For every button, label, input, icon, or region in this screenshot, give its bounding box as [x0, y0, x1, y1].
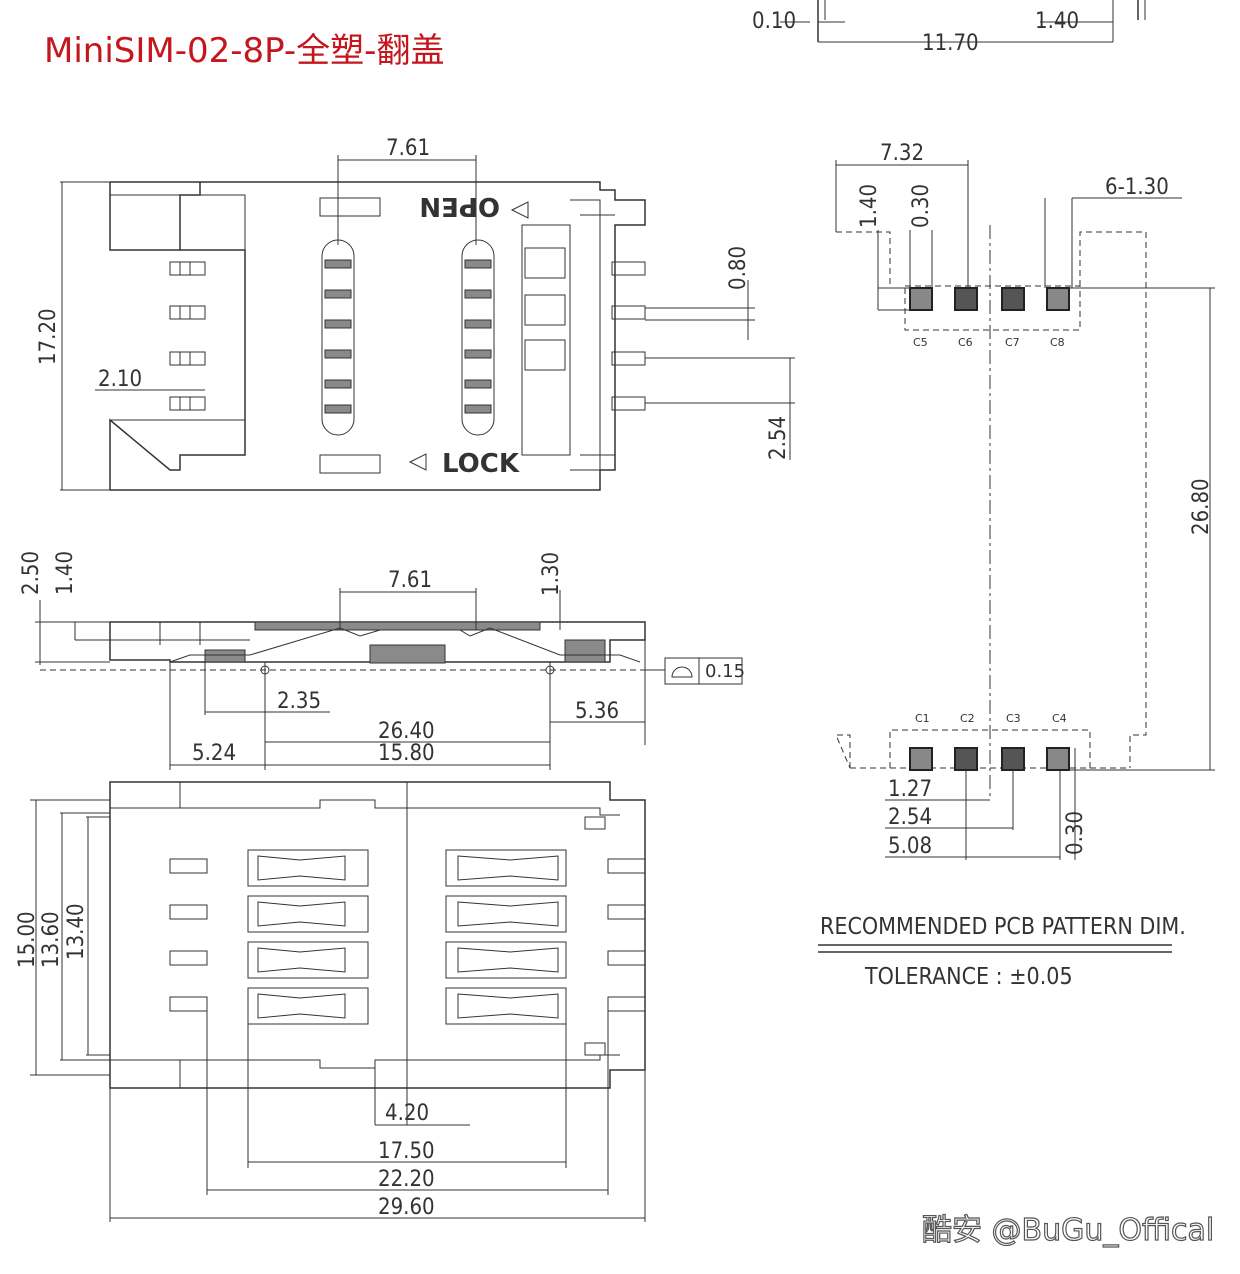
- pad-label-c1: C1: [915, 712, 930, 725]
- dim-2220: 22.20: [378, 1167, 435, 1192]
- dim-254-right: 2.54: [766, 416, 791, 460]
- dim-420: 4.20: [385, 1101, 429, 1126]
- pads-bottom-row: C1 C2 C3 C4: [909, 712, 1070, 771]
- dim-732: 7.32: [880, 141, 924, 166]
- dim-254-pcb: 2.54: [888, 805, 932, 830]
- dim-1340: 13.40: [64, 903, 89, 960]
- contact-blades-right: [445, 849, 567, 1025]
- dim-524: 5.24: [192, 741, 236, 766]
- dim-030-bottom: 0.30: [1063, 811, 1088, 855]
- top-view-right-pins: [521, 199, 646, 471]
- pad-label-c6: C6: [958, 336, 973, 349]
- flatness-015: 0.15: [705, 661, 745, 682]
- dim-1750: 17.50: [378, 1139, 435, 1164]
- dim-1580: 15.80: [378, 741, 435, 766]
- pcb-pattern-view: C5 C6 C7 C8 C1 C2 C3 C4 7.32 1.40 0.30: [818, 141, 1215, 990]
- dim-140-pcb: 1.40: [857, 184, 882, 228]
- top-slot-left: [319, 197, 381, 217]
- svg-text:LOCK: LOCK: [442, 449, 520, 479]
- pad-label-c8: C8: [1050, 336, 1065, 349]
- svg-text:OPEN: OPEN: [419, 191, 500, 221]
- bottom-view-left-pins: [169, 858, 208, 1012]
- dim-080: 0.80: [726, 246, 751, 290]
- dim-508: 5.08: [888, 834, 932, 859]
- dim-761-side: 7.61: [388, 568, 432, 593]
- dim-140-side: 1.40: [53, 551, 78, 595]
- dim-6x130: 6-1.30: [1105, 175, 1169, 200]
- dim-761-top: 7.61: [386, 136, 430, 161]
- dim-1500: 15.00: [15, 911, 40, 968]
- top-view-left-pins: [169, 261, 206, 411]
- top-view: OPEN LOCK 7.61 17.20 2.10 0.80 2.54: [36, 136, 795, 491]
- dim-2640: 26.40: [378, 719, 435, 744]
- dim-210: 2.10: [98, 367, 142, 392]
- watermark: 酷安 @BuGu_Offical: [922, 1213, 1214, 1248]
- dim-536: 5.36: [575, 699, 619, 724]
- contact-spring-right: [461, 239, 495, 436]
- side-view: 2.50 1.40 7.61 1.30 0.15 2.35 26.40 5.36…: [19, 551, 745, 770]
- dim-235: 2.35: [277, 689, 321, 714]
- dim-130: 1.30: [539, 552, 564, 596]
- dim-1170: 11.70: [922, 31, 979, 56]
- pcb-pattern-caption: RECOMMENDED PCB PATTERN DIM.: [820, 914, 1186, 940]
- pad-label-c5: C5: [913, 336, 928, 349]
- lock-label: LOCK: [408, 449, 520, 479]
- drawing-title: MiniSIM-02-8P-全塑-翻盖: [44, 31, 444, 71]
- tolerance-note: TOLERANCE : ±0.05: [864, 964, 1073, 990]
- dim-2960: 29.60: [378, 1195, 435, 1220]
- top-right-partial-view: 0.10 1.40 11.70: [752, 0, 1146, 56]
- pad-label-c4: C4: [1052, 712, 1067, 725]
- dim-127: 1.27: [888, 777, 932, 802]
- bottom-view-right-pins: [607, 858, 646, 1012]
- contact-spring-left: [321, 239, 355, 436]
- dim-1360: 13.60: [39, 911, 64, 968]
- dim-250: 2.50: [19, 551, 44, 595]
- pad-label-c2: C2: [960, 712, 975, 725]
- pad-label-c7: C7: [1005, 336, 1020, 349]
- bottom-slot-left: [319, 454, 381, 474]
- dim-030-top: 0.30: [909, 184, 934, 228]
- pad-label-c3: C3: [1006, 712, 1021, 725]
- contact-blades-left: [247, 849, 369, 1025]
- dim-010: 0.10: [752, 9, 796, 34]
- dim-140-top: 1.40: [1035, 9, 1079, 34]
- dim-2680: 26.80: [1189, 478, 1214, 535]
- open-label: OPEN: [419, 191, 529, 221]
- dim-1720: 17.20: [36, 308, 61, 365]
- pads-top-row: C5 C6 C7 C8: [909, 287, 1070, 349]
- bottom-view: 15.00 13.60 13.40 4.20 17.50 22.20 29.60: [15, 781, 646, 1222]
